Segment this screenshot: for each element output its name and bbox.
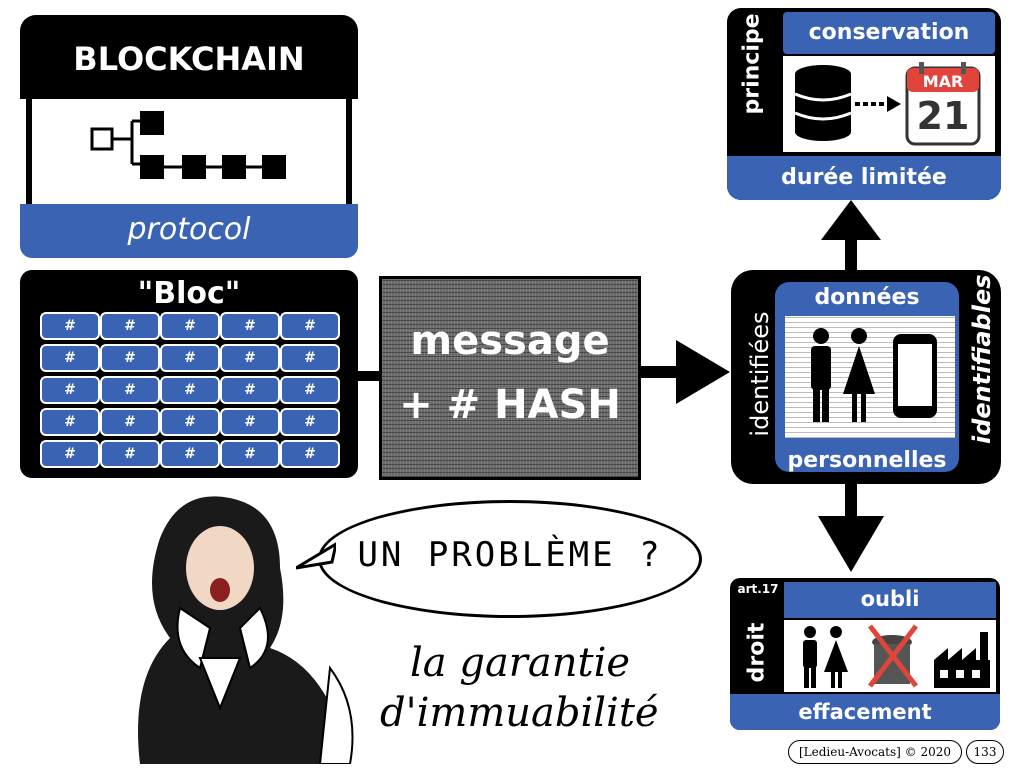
oubli-body <box>784 620 996 692</box>
conservation-body <box>783 56 995 152</box>
database-to-calendar-icon <box>794 62 981 146</box>
calendar-day: 21 <box>916 94 970 138</box>
woman-icon <box>843 328 875 422</box>
hash-cell: # <box>40 344 100 372</box>
effacement-label: effacement <box>798 700 932 724</box>
hash-cell: # <box>100 440 160 468</box>
hash-cell: # <box>100 344 160 372</box>
message-label: message <box>410 318 610 364</box>
article-label: art.17 <box>737 582 779 596</box>
hash-cell: # <box>40 312 100 340</box>
hash-cell: # <box>220 408 280 436</box>
oubli-label: oubli <box>860 587 920 611</box>
hash-cell: # <box>160 312 220 340</box>
conservation-label: conservation <box>808 20 970 45</box>
blockchain-header <box>20 15 358 99</box>
calendar-month: MAR <box>922 72 964 91</box>
people-trash-factory-icon <box>803 624 990 688</box>
man-icon <box>803 626 817 688</box>
page-number: 133 <box>966 740 1004 764</box>
woman-icon <box>824 626 848 688</box>
caption-line1: la garantie <box>410 640 631 686</box>
hash-cell: # <box>280 408 340 436</box>
blockchain-footer <box>20 204 358 258</box>
donnees-label: données <box>814 285 920 310</box>
hash-cell: # <box>220 440 280 468</box>
hash-cell: # <box>160 440 220 468</box>
personnelles-label: personnelles <box>787 448 947 473</box>
speech-bubble-tail <box>296 542 336 570</box>
hash-cell: # <box>40 376 100 404</box>
connector-line <box>640 366 680 378</box>
identifiables-label: identifiables <box>968 274 996 444</box>
trash-bin-icon <box>868 624 918 688</box>
message-hash-block <box>379 276 641 480</box>
speech-text: UN PROBLÈME ? <box>357 535 663 575</box>
caption-line2: d'immuabilité <box>380 690 659 736</box>
binary-data-field <box>785 316 955 438</box>
factory-icon <box>934 632 990 688</box>
hash-label: + # HASH <box>399 382 621 428</box>
speech-bubble <box>318 500 702 618</box>
footer-credit: [Ledieu-Avocats] © 2020 <box>788 740 962 764</box>
man-icon <box>811 328 831 422</box>
arrow-down-icon <box>818 516 884 572</box>
arrow-right-icon <box>676 340 730 404</box>
oubli-header <box>784 582 996 618</box>
arrow-up-icon <box>821 200 881 240</box>
duree-limitee-bar <box>727 156 1001 200</box>
hash-cell: # <box>280 440 340 468</box>
connector-line <box>358 371 380 381</box>
database-icon <box>794 65 852 141</box>
hash-cell: # <box>160 408 220 436</box>
shouting-woman-illustration <box>138 496 354 764</box>
hash-cell: # <box>100 312 160 340</box>
hash-cell: # <box>280 344 340 372</box>
hash-cell: # <box>40 408 100 436</box>
hash-cell: # <box>220 344 280 372</box>
principe-label: principe <box>739 13 765 115</box>
smartphone-icon <box>893 334 937 418</box>
identifiees-label: identifiées <box>746 311 774 437</box>
blockchain-chain-icon <box>90 111 286 179</box>
hash-cell: # <box>160 344 220 372</box>
droit-label: droit <box>744 622 770 683</box>
hash-cell: # <box>220 376 280 404</box>
blockchain-title: BLOCKCHAIN <box>73 40 305 78</box>
conservation-header <box>783 12 995 54</box>
hash-cell: # <box>220 312 280 340</box>
people-phone-icon <box>811 328 937 422</box>
hash-cell: # <box>100 376 160 404</box>
hash-cell: # <box>40 440 100 468</box>
arrow-down-stem <box>845 484 857 518</box>
hash-cell: # <box>100 408 160 436</box>
bloc-title: "Bloc" <box>137 276 241 311</box>
duree-limitee-label: durée limitée <box>781 165 947 190</box>
blockchain-protocol-label: protocol <box>127 212 251 247</box>
hash-cell: # <box>160 376 220 404</box>
effacement-bar <box>730 694 1000 730</box>
blockchain-body <box>26 99 352 204</box>
calendar-icon <box>905 62 981 146</box>
hash-cell: # <box>280 312 340 340</box>
hash-cell: # <box>280 376 340 404</box>
arrow-up-stem <box>845 238 857 270</box>
